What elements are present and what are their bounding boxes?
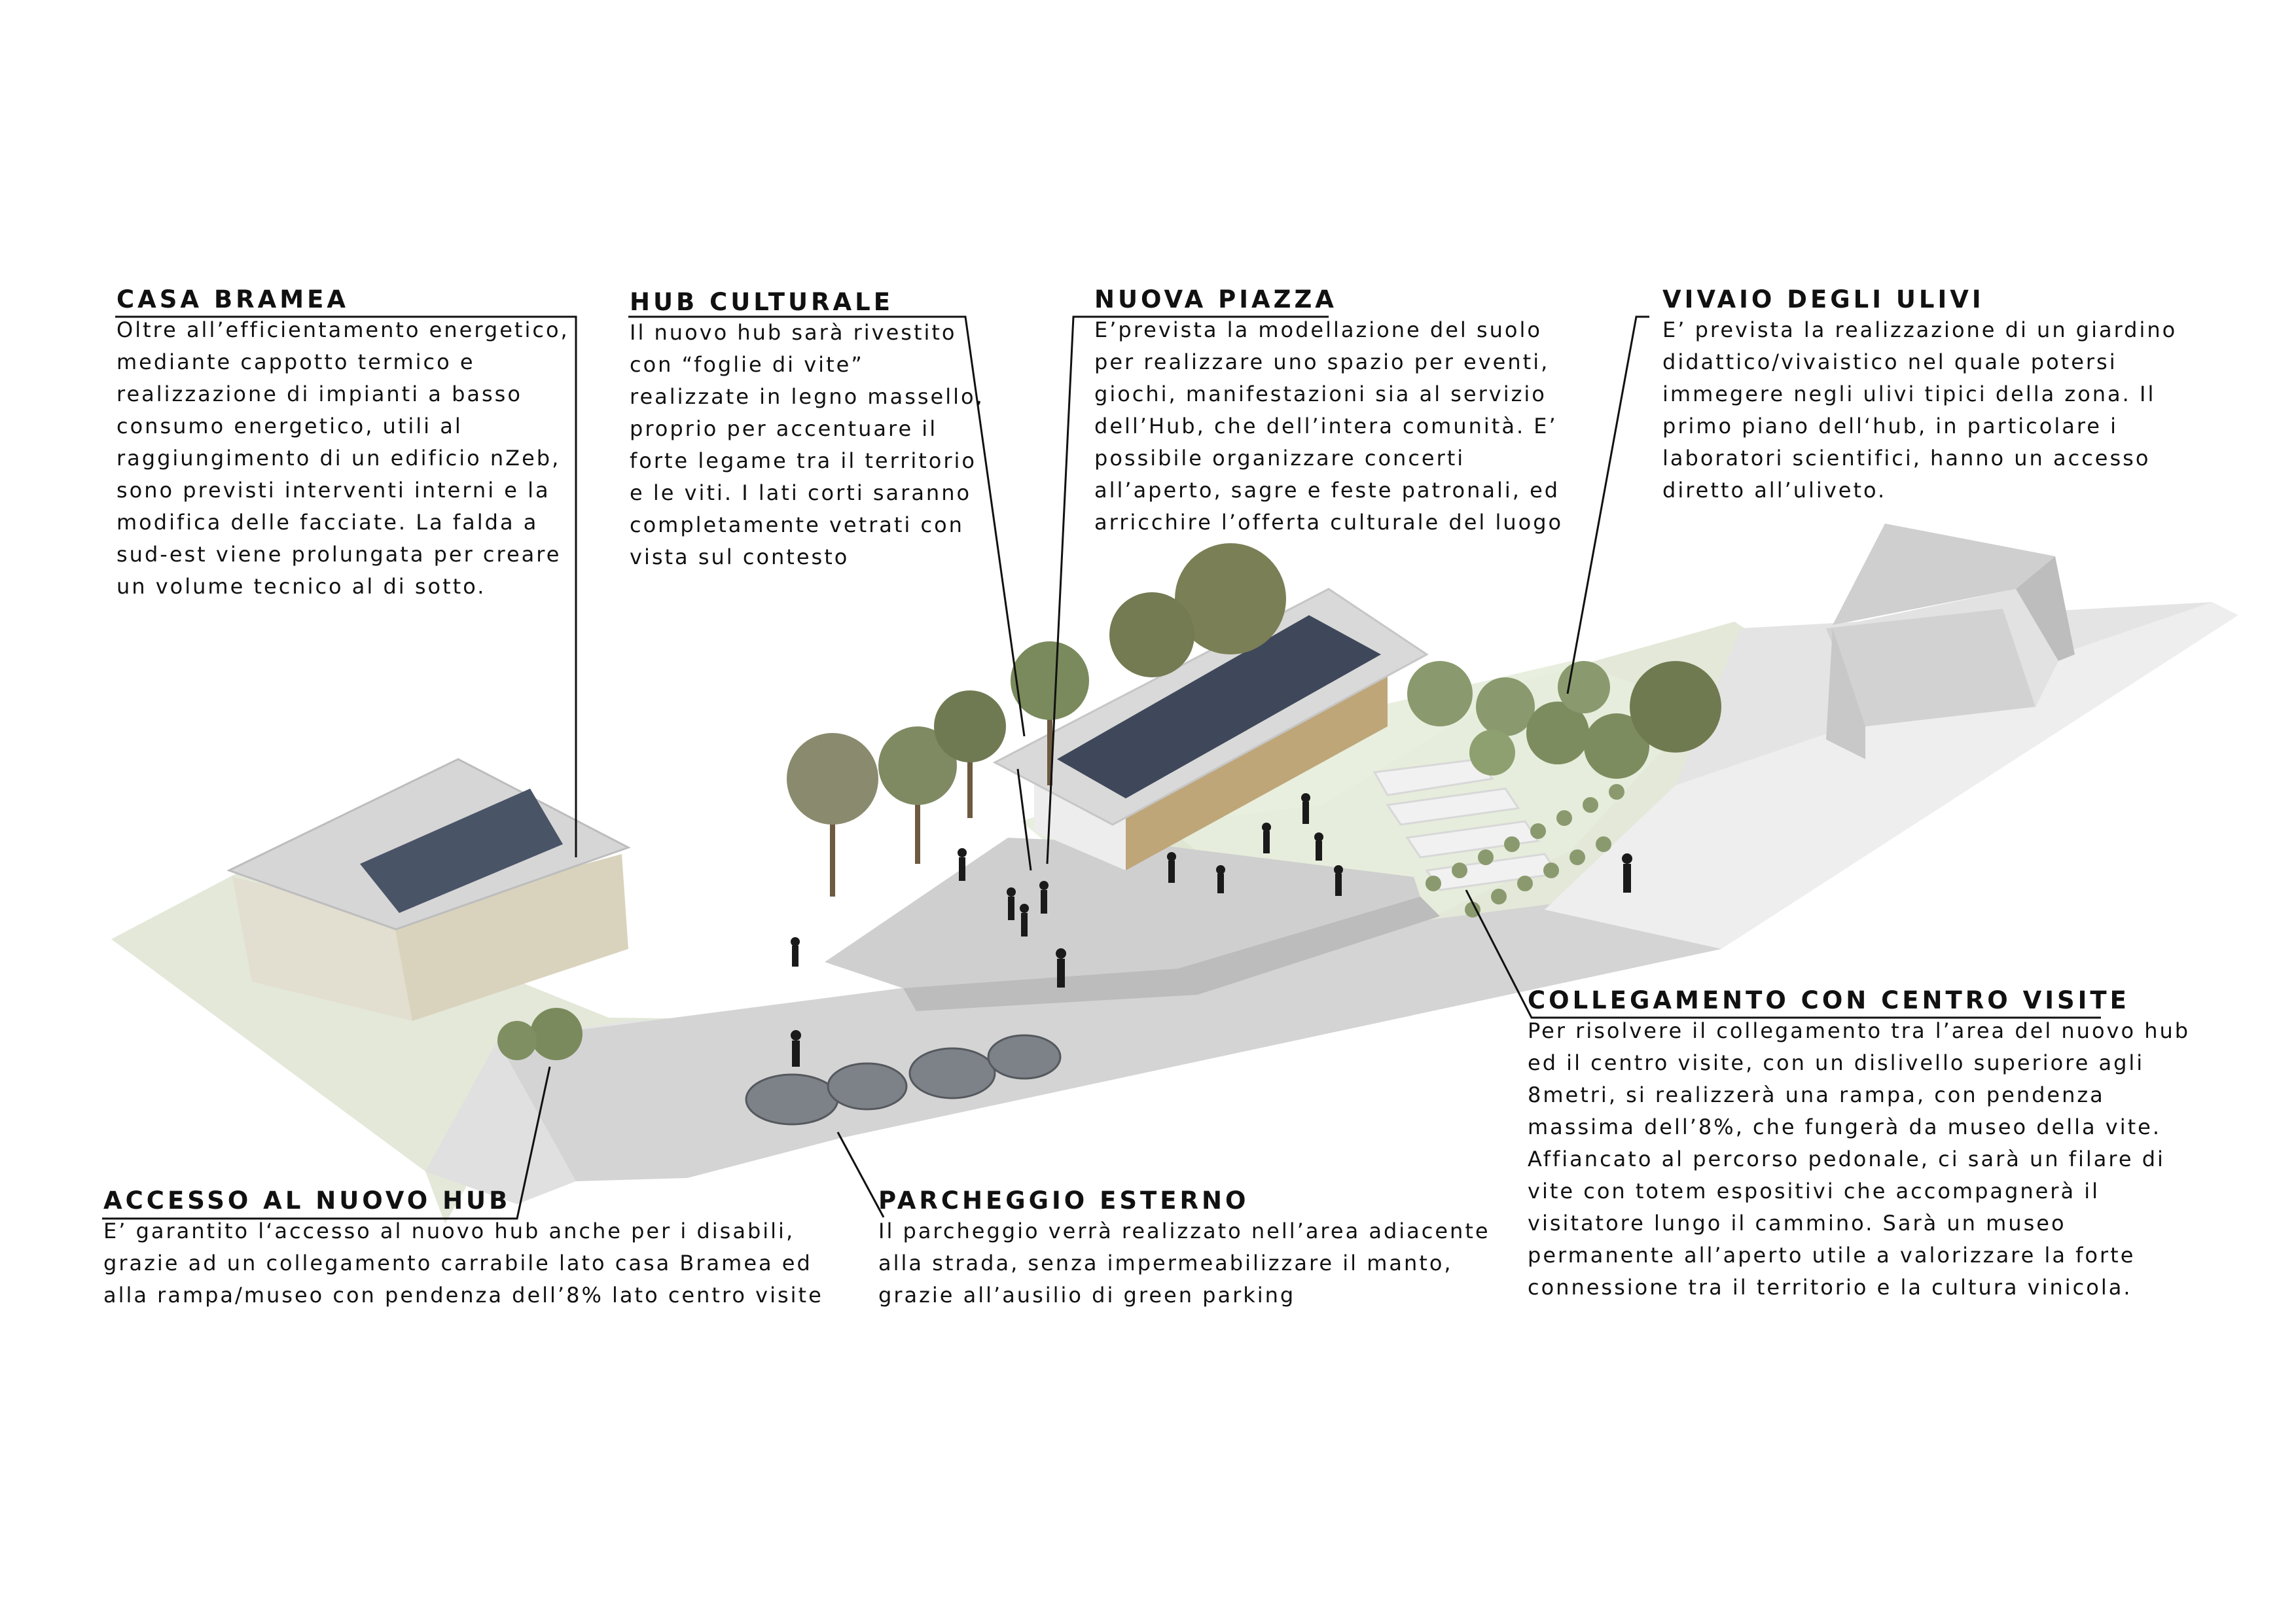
casa-bramea-line: raggiungimento di un edificio nZeb, (117, 446, 561, 471)
hub-culturale-line: forte legame tra il territorio (630, 448, 977, 473)
accesso-description: E’ garantito l‘accesso al nuovo hub anch… (103, 1215, 823, 1311)
casa-bramea-description: Oltre all’efficientamento energetico, me… (117, 314, 569, 603)
leader-casa-bramea (115, 315, 577, 857)
piazza (825, 838, 1440, 1011)
nuova-piazza-block: NUOVA PIAZZA E’prevista la modellazione … (1094, 285, 1563, 539)
collegamento-line: connessione tra il territorio e la cultu… (1528, 1275, 2132, 1300)
nuova-piazza-line: E’prevista la modellazione del suolo (1094, 317, 1542, 342)
nuova-piazza-line: all’aperto, sagre e feste patronali, ed (1094, 478, 1560, 503)
centro-visite-building (1826, 524, 2075, 759)
leader-hub-culturale-2 (1016, 768, 1032, 871)
collegamento-line: 8metri, si realizzerà una rampa, con pen… (1528, 1082, 2105, 1107)
vineyard-rows (1426, 784, 1624, 918)
vivaio-ulivi-block: VIVAIO DEGLI ULIVI E’ prevista la realiz… (1662, 285, 2177, 507)
nuova-piazza-line: possibile organizzare concerti (1094, 446, 1465, 471)
leader-lines (102, 315, 2101, 1220)
hub-culturale-line: completamente vetrati con (630, 512, 964, 537)
vivaio-ulivi-line: immegere negli ulivi tipici della zona. … (1662, 382, 2156, 406)
nuova-piazza-description: E’prevista la modellazione del suolo per… (1094, 314, 1563, 539)
vivaio-ulivi-line: didattico/vivaistico nel quale potersi (1662, 349, 2117, 374)
parcheggio-line: alla strada, senza impermeabilizzare il … (878, 1251, 1453, 1275)
casa-bramea-line: sud-est viene prolungata per creare (117, 542, 562, 567)
leader-hub-culturale (628, 315, 1026, 737)
leader-vivaio (1566, 315, 1649, 694)
casa-bramea-title: CASA BRAMEA (117, 285, 350, 313)
hub-culturale-line: proprio per accentuare il (630, 416, 938, 441)
nuova-piazza-line: per realizzare uno spazio per eventi, (1094, 349, 1550, 374)
collegamento-description: Per risolvere il collegamento tra l’area… (1528, 1015, 2190, 1304)
vivaio-ulivi-description: E’ prevista la realizzazione di un giard… (1662, 314, 2177, 507)
vivaio-ulivi-line: diretto all’uliveto. (1662, 478, 1887, 503)
accesso-title: ACCESSO AL NUOVO HUB (103, 1186, 511, 1215)
hub-culturale-title: HUB CULTURALE (630, 288, 894, 316)
parcheggio-title: PARCHEGGIO ESTERNO (878, 1186, 1249, 1215)
parcheggio-line: Il parcheggio verrà realizzato nell’area… (878, 1219, 1490, 1243)
collegamento-line: visitatore lungo il cammino. Sarà un mus… (1528, 1211, 2066, 1236)
vivaio-ulivi-title: VIVAIO DEGLI ULIVI (1662, 285, 1984, 313)
nuova-piazza-line: arricchire l’offerta culturale del luogo (1094, 510, 1564, 535)
accesso-line: E’ garantito l‘accesso al nuovo hub anch… (103, 1219, 795, 1243)
hub-culturale-line: Il nuovo hub sarà rivestito (630, 320, 957, 345)
nuova-piazza-line: giochi, manifestazioni sia al servizio (1094, 382, 1547, 406)
parcheggio-description: Il parcheggio verrà realizzato nell’area… (878, 1215, 1490, 1311)
accesso-line: alla rampa/museo con pendenza dell’8% la… (103, 1283, 823, 1308)
leader-parcheggio (836, 1132, 885, 1218)
hub-culturale-line: con “foglie di vite” (630, 352, 864, 377)
nuova-piazza-line: dell’Hub, che dell’intera comunità. E’ (1094, 414, 1558, 438)
casa-bramea-line: mediante cappotto termico e (117, 349, 475, 374)
vivaio-ulivi-line: laboratori scientifici, hanno un accesso (1662, 446, 2151, 471)
casa-bramea-line: realizzazione di impianti a basso (117, 382, 522, 406)
casa-bramea-line: modifica delle facciate. La falda a (117, 510, 539, 535)
leader-collegamento (1465, 889, 2101, 1019)
accesso-line: grazie ad un collegamento carrabile lato… (103, 1251, 812, 1275)
hub-culturale-line: realizzate in legno massello, (630, 384, 984, 409)
hub-culturale-description: Il nuovo hub sarà rivestito con “foglie … (630, 317, 984, 573)
collegamento-line: Per risolvere il collegamento tra l’area… (1528, 1018, 2191, 1043)
casa-bramea-line: consumo energetico, utili al (117, 414, 463, 438)
collegamento-title: COLLEGAMENTO CON CENTRO VISITE (1528, 986, 2130, 1014)
collegamento-line: ed il centro visite, con un dislivello s… (1528, 1050, 2145, 1075)
collegamento-line: Affiancato al percorso pedonale, ci sarà… (1528, 1147, 2165, 1171)
casa-bramea-building (226, 758, 631, 1021)
parked-cars (745, 1034, 1062, 1126)
casa-bramea-block: CASA BRAMEA Oltre all’efficientamento en… (117, 285, 569, 603)
hub-culturale-line: e le viti. I lati corti saranno (630, 480, 972, 505)
casa-bramea-line: Oltre all’efficientamento energetico, (117, 317, 569, 342)
leader-accesso (102, 1066, 551, 1220)
casa-bramea-line: sono previsti interventi interni e la (117, 478, 550, 503)
collegamento-line: permanente all’aperto utile a valorizzar… (1528, 1243, 2136, 1268)
vivaio-ulivi-line: E’ prevista la realizzazione di un giard… (1662, 317, 2178, 342)
leader-nuova-piazza (1046, 315, 1329, 865)
accesso-block: ACCESSO AL NUOVO HUB E’ garantito l‘acce… (103, 1186, 823, 1311)
people-figures (791, 793, 1632, 1067)
terraced-steps (1372, 758, 1560, 891)
vivaio-ulivi-line: primo piano dell‘hub, in particolare i (1662, 414, 2119, 438)
hub-culturale-building (992, 588, 1429, 870)
collegamento-line: massima dell’8%, che fungerà da museo de… (1528, 1115, 2161, 1139)
nuova-piazza-title: NUOVA PIAZZA (1094, 285, 1337, 313)
trees (497, 543, 1721, 1060)
parcheggio-block: PARCHEGGIO ESTERNO Il parcheggio verrà r… (878, 1186, 1490, 1311)
parcheggio-line: grazie all’ausilio di green parking (878, 1283, 1296, 1308)
casa-bramea-line: un volume tecnico al di sotto. (117, 574, 486, 599)
collegamento-line: vite con totem espositivi che accompagne… (1528, 1179, 2100, 1204)
collegamento-block: COLLEGAMENTO CON CENTRO VISITE Per risol… (1528, 986, 2190, 1304)
hub-culturale-line: vista sul contesto (630, 544, 850, 569)
hub-culturale-block: HUB CULTURALE Il nuovo hub sarà rivestit… (630, 288, 984, 573)
